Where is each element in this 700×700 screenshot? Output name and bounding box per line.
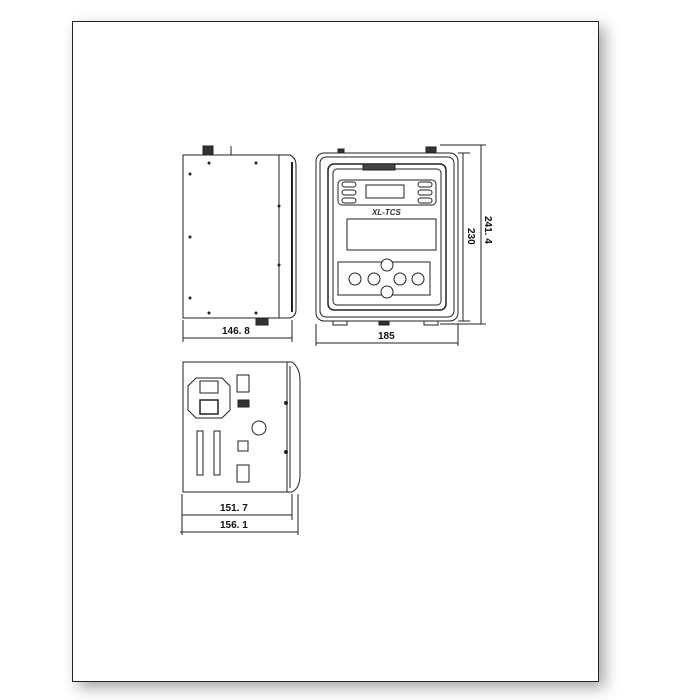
dimension-label: 185 <box>378 331 395 342</box>
dimension-front-height-overall: 241. 4 <box>440 144 493 325</box>
dimension-label: 156. 1 <box>220 520 248 531</box>
dimension-label: 151. 7 <box>220 503 248 514</box>
front-view: XL-TCS <box>315 146 459 326</box>
model-label: XL-TCS <box>371 208 402 217</box>
dimension-label: 230 <box>465 228 476 245</box>
drawing-sheet <box>72 21 599 682</box>
rear-view <box>182 361 301 493</box>
dimension-side-depth: 146. 8 <box>182 320 293 342</box>
dimension-label: 146. 8 <box>222 326 250 337</box>
dimension-rear-width-overall: 156. 1 <box>180 520 298 533</box>
dimension-front-height: 230 <box>458 152 476 322</box>
dimension-front-width: 185 <box>315 324 459 346</box>
side-view <box>182 145 297 326</box>
dimension-rear-width: 151. 7 <box>181 494 299 535</box>
dimension-label: 241. 4 <box>482 216 493 244</box>
